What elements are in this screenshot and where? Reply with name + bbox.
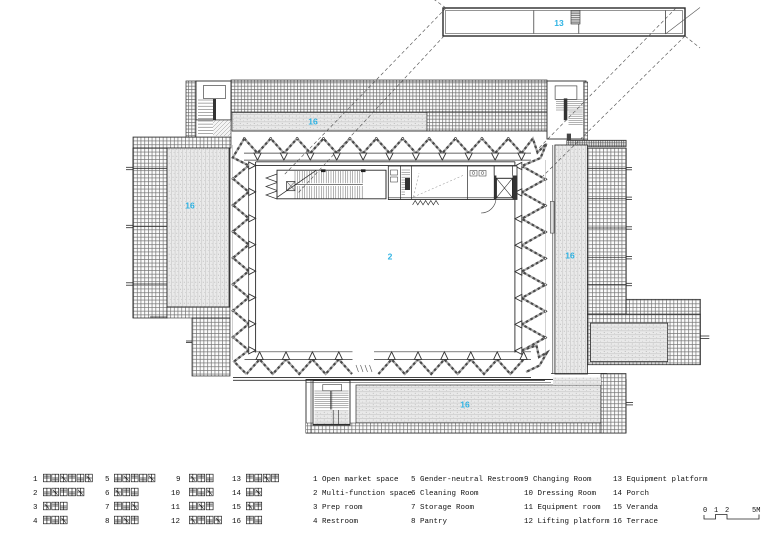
svg-text:15: 15 bbox=[232, 504, 242, 512]
svg-text:2: 2 bbox=[33, 490, 38, 498]
svg-text:4: 4 bbox=[33, 518, 38, 526]
svg-text:4 Restroom: 4 Restroom bbox=[313, 518, 359, 526]
svg-text:6: 6 bbox=[105, 490, 110, 498]
svg-text:8: 8 bbox=[105, 518, 110, 526]
svg-text:13: 13 bbox=[232, 476, 242, 484]
svg-text:12: 12 bbox=[171, 518, 180, 526]
svg-text:6 Cleaning Room: 6 Cleaning Room bbox=[411, 490, 479, 498]
svg-text:5 Gender-neutral Restroom: 5 Gender-neutral Restroom bbox=[411, 476, 524, 484]
svg-text:11 Equipment room: 11 Equipment room bbox=[524, 504, 601, 512]
svg-text:16: 16 bbox=[565, 251, 575, 261]
svg-text:2 Multi-function space: 2 Multi-function space bbox=[313, 490, 412, 498]
svg-text:16: 16 bbox=[308, 117, 318, 127]
svg-text:10 Dressing Room: 10 Dressing Room bbox=[524, 490, 597, 498]
svg-text:9 Changing Room: 9 Changing Room bbox=[524, 476, 592, 484]
svg-text:15 Veranda: 15 Veranda bbox=[613, 504, 659, 512]
svg-text:14: 14 bbox=[232, 490, 242, 498]
svg-text:16: 16 bbox=[232, 518, 242, 526]
svg-text:0: 0 bbox=[703, 507, 707, 515]
svg-text:11: 11 bbox=[171, 504, 181, 512]
svg-text:3 Prep room: 3 Prep room bbox=[313, 504, 363, 512]
svg-text:12 Lifting platform: 12 Lifting platform bbox=[524, 518, 610, 526]
svg-text:2: 2 bbox=[388, 252, 393, 262]
svg-text:14 Porch: 14 Porch bbox=[613, 490, 649, 498]
svg-text:1 Open market space: 1 Open market space bbox=[313, 476, 399, 484]
svg-text:7: 7 bbox=[105, 504, 110, 512]
svg-text:16: 16 bbox=[185, 201, 195, 211]
svg-text:13: 13 bbox=[554, 18, 564, 28]
svg-text:13 Equipment platform: 13 Equipment platform bbox=[613, 476, 708, 484]
svg-text:5M: 5M bbox=[752, 507, 760, 515]
svg-text:16 Terrace: 16 Terrace bbox=[613, 518, 658, 526]
svg-text:16: 16 bbox=[460, 400, 470, 410]
svg-text:2: 2 bbox=[725, 507, 729, 515]
svg-text:3: 3 bbox=[33, 504, 38, 512]
svg-text:5: 5 bbox=[105, 476, 110, 484]
svg-text:1: 1 bbox=[33, 476, 38, 484]
svg-text:9: 9 bbox=[176, 476, 181, 484]
svg-text:1: 1 bbox=[714, 507, 718, 515]
svg-text:7 Storage Room: 7 Storage Room bbox=[411, 504, 475, 512]
svg-text:10: 10 bbox=[171, 490, 181, 498]
svg-text:8 Pantry: 8 Pantry bbox=[411, 518, 448, 526]
